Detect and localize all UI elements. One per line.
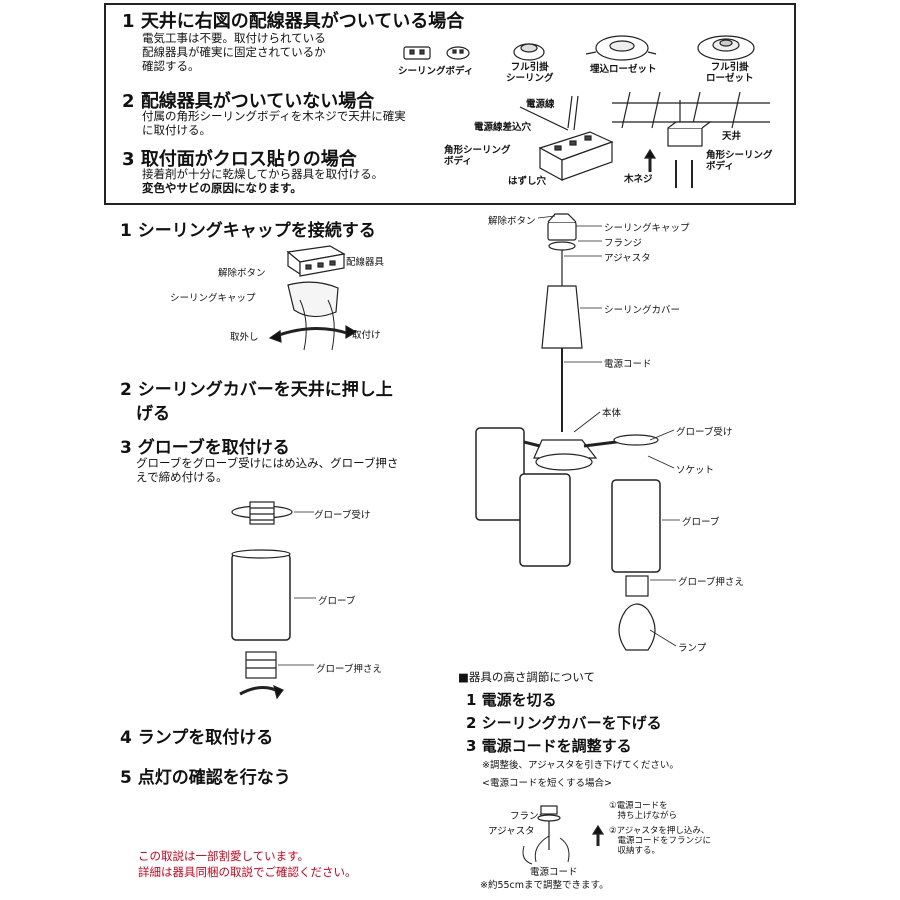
pendant-cap-label: シーリングキャップ	[604, 223, 690, 234]
square-body-label: 角形シーリング ボディ	[444, 145, 511, 167]
fig-instruction1: ①電源コードを 持ち上げながら	[609, 801, 678, 821]
ceiling-label: 天井	[722, 131, 742, 142]
pendant-light-diagram	[475, 213, 680, 651]
pendant-flange-label: フランジ	[604, 238, 643, 249]
pendant-adjuster-label: アジャスタ	[604, 253, 651, 264]
globe-presser-label: グローブ押さえ	[316, 664, 382, 675]
fig-adjuster-label: アジャスタ	[488, 826, 535, 837]
ceiling-wiring-panel	[104, 3, 796, 205]
height-note3: ※約55cmまで調整できます。	[480, 880, 609, 891]
top-step2-text: 付属の角形シーリングボディを木ネジで天井に確実に取付ける。	[142, 109, 406, 137]
top-step3-heading: 3 取付面がクロス貼りの場合	[122, 149, 357, 170]
release-hole-label: はずし穴	[508, 176, 547, 187]
step3-heading: 3 グローブを取付ける	[120, 438, 290, 458]
pendant-cord-label: 電源コード	[604, 359, 652, 370]
top-step3-text: 接着剤が十分に乾燥してから器具を取付ける。変色やサビの原因になります。	[142, 167, 384, 195]
fig-instruction2: ②アジャスタを押し込み、 電源コードをフランジに 収納する。	[609, 826, 712, 856]
height-note1: ※調整後、アジャスタを引き下げてください。	[482, 760, 679, 771]
fixture-embedded-rosette-label: 埋込ローゼット	[590, 64, 657, 75]
height-note2: <電源コードを短くする場合>	[482, 778, 612, 789]
top-step1-heading: 1 天井に右図の配線器具がついている場合	[122, 11, 465, 32]
pendant-holder-label: グローブ受け	[676, 427, 733, 438]
wood-screw-label: 木ネジ	[624, 174, 653, 185]
insert-hole-label: 電源線差込穴	[474, 122, 532, 133]
fixture-full-rosette-label: フル引掛 ローゼット	[706, 62, 754, 84]
step3-text: グローブをグローブ受けにはめ込み、グローブ押さえで締め付ける。	[136, 456, 399, 484]
pendant-globe-label: グローブ	[682, 517, 720, 528]
height-step1: 1 電源を切る	[466, 691, 557, 709]
step5-heading: 5 点灯の確認を行なう	[120, 768, 291, 788]
step1-heading: 1 シーリングキャップを接続する	[120, 221, 376, 241]
globe-label: グローブ	[318, 596, 356, 607]
height-step2: 2 シーリングカバーを下げる	[466, 714, 662, 732]
pendant-socket-label: ソケット	[676, 465, 715, 476]
fig-flange-label: フランジ	[510, 811, 549, 822]
pendant-lamp-label: ランプ	[678, 643, 707, 654]
globe-assembly-diagram	[231, 501, 316, 700]
remove-label: 取外し	[230, 332, 259, 343]
wiring-device-label: 配線器具	[346, 257, 385, 268]
ceiling-cap-connection-diagram	[268, 245, 358, 351]
abridged-note: この取説は一部割愛しています。詳細は器具同梱の取説でご確認ください。	[138, 849, 357, 879]
release-button-label: 解除ボタン	[218, 268, 266, 279]
globe-holder-label: グローブ受け	[314, 510, 371, 521]
square-body-label-2: 角形シーリング ボディ	[706, 150, 773, 172]
fixture-full-ceiling-label: フル引掛 シーリング	[506, 62, 554, 84]
height-step3: 3 電源コードを調整する	[466, 737, 632, 755]
pendant-release-label: 解除ボタン	[488, 216, 536, 227]
step4-heading: 4 ランプを取付ける	[120, 728, 274, 748]
top-step2-heading: 2 配線器具がついていない場合	[122, 91, 375, 112]
pendant-presser-label: グローブ押さえ	[678, 577, 744, 588]
height-adjust-heading: ■器具の高さ調節について	[458, 670, 596, 684]
attach-label: 取付け	[352, 330, 381, 341]
top-step1-text: 電気工事は不要。取付けられている配線器具が確実に固定されているか確認する。	[142, 31, 326, 73]
step2-heading: 2 シーリングカバーを天井に押し上 げる	[120, 380, 393, 424]
fixture-ceiling-body-label: シーリングボディ	[398, 66, 474, 77]
pendant-body-label: 本体	[602, 408, 622, 419]
ceiling-cap-label: シーリングキャップ	[170, 293, 256, 304]
power-line-label: 電源線	[526, 99, 555, 110]
fig-cord-label: 電源コード	[530, 867, 578, 878]
pendant-cover-label: シーリングカバー	[604, 305, 681, 316]
